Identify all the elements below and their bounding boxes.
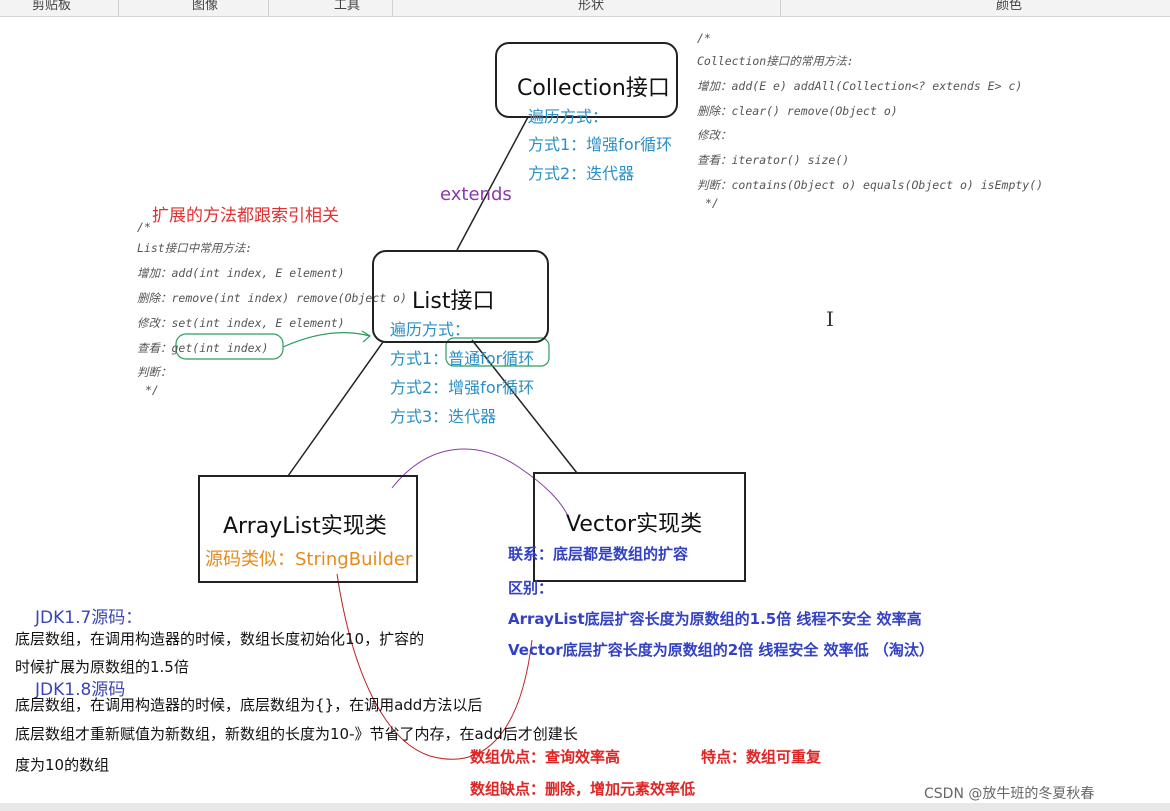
ribbon-image[interactable]: 图像: [192, 0, 219, 13]
jdk17-line-2: 时候扩展为原数组的1.5倍: [15, 658, 189, 676]
ribbon-clipboard[interactable]: 剪贴板: [32, 0, 72, 13]
collection-comment-open: /*: [697, 31, 711, 45]
edge-list-to-collection: [456, 116, 529, 251]
array-feature: 特点：数组可重复: [701, 748, 822, 766]
jdk18-line-1: 底层数组，在调用构造器的时候，底层数组为{}，在调用add方法以后: [15, 696, 483, 714]
vector-title: Vector实现类: [566, 512, 703, 537]
collection-comment-delete: 删除：clear() remove(Object o): [697, 104, 898, 118]
list-way-3: 方式3：迭代器: [390, 407, 497, 426]
watermark: CSDN @放牛班的冬夏秋春: [924, 786, 1095, 802]
jdk17-title: JDK1.7源码：: [35, 608, 143, 628]
highlight-arrowhead: [361, 330, 372, 343]
ribbon-divider: [392, 0, 393, 16]
collection-comment-close: */: [705, 196, 719, 210]
list-comment-heading: List接口中常用方法:: [137, 241, 253, 255]
array-cons: 数组缺点：删除，增加元素效率低: [470, 780, 696, 798]
ribbon-divider: [268, 0, 269, 16]
ribbon-shapes[interactable]: 形状: [578, 0, 605, 13]
toolbar-ribbon: 剪贴板 图像 工具 形状 颜色: [0, 0, 1170, 17]
highlight-normal-for: [445, 337, 550, 367]
jdk18-title: JDK1.8源码: [35, 680, 126, 700]
highlight-link-curve: [282, 331, 371, 348]
extension-note: 扩展的方法都跟索引相关: [152, 206, 339, 226]
collection-comment-query: 查看：iterator() size(): [697, 153, 850, 167]
edge-arraylist-to-list: [287, 341, 384, 477]
collection-comment-judge: 判断：contains(Object o) equals(Object o) i…: [697, 178, 1044, 192]
list-comment-query: 查看：get(int index): [137, 341, 269, 355]
list-way-2: 方式2：增强for循环: [390, 378, 535, 397]
list-title: List接口: [412, 289, 495, 314]
list-way-1: 方式1：普通for循环: [390, 349, 535, 368]
ribbon-colors[interactable]: 颜色: [996, 0, 1023, 13]
jdk17-line-1: 底层数组，在调用构造器的时候，数组长度初始化10，扩容的: [15, 630, 425, 648]
relation-vector: Vector底层扩容长度为原数组的2倍 线程安全 效率低 （淘汰）: [508, 641, 934, 659]
list-comment-close: */: [145, 383, 159, 397]
relation-link: 联系：底层都是数组的扩容: [508, 545, 689, 563]
list-interface-box: [372, 250, 549, 343]
relation-curve: [391, 448, 569, 517]
collection-way-2: 方式2：迭代器: [528, 164, 635, 183]
collection-comment-add: 增加：add(E e) addAll(Collection<? extends …: [697, 79, 1023, 93]
list-comment-judge: 判断：: [137, 365, 172, 379]
source-curve: [336, 573, 533, 760]
collection-interface-box: [495, 42, 678, 118]
collection-way-1: 方式1：增强for循环: [528, 135, 673, 154]
arraylist-source-note: 源码类似：StringBuilder: [205, 549, 413, 570]
list-comment-open: /*: [137, 220, 151, 234]
arraylist-title: ArrayList实现类: [223, 514, 387, 539]
collection-traverse-label: 遍历方式：: [528, 107, 609, 126]
collection-comment-heading: Collection接口的常用方法:: [697, 54, 854, 68]
list-comment-delete: 删除：remove(int index) remove(Object o): [137, 291, 407, 305]
ribbon-tools[interactable]: 工具: [334, 0, 361, 13]
jdk18-line-2: 底层数组才重新赋值为新数组，新数组的长度为10-》节省了内存，在add后才创建长: [15, 725, 578, 743]
list-traverse-label: 遍历方式：: [390, 320, 471, 339]
collection-title: Collection接口: [517, 76, 670, 101]
extends-label: extends: [440, 184, 512, 205]
collection-comment-modify: 修改：: [697, 128, 732, 142]
list-comment-add: 增加：add(int index, E element): [137, 266, 345, 280]
bottom-scroll-strip[interactable]: [0, 803, 1170, 811]
text-cursor-icon: I: [826, 307, 834, 331]
edge-vector-to-list: [471, 339, 578, 474]
jdk18-line-3: 度为10的数组: [15, 756, 110, 774]
relation-arraylist: ArrayList底层扩容长度为原数组的1.5倍 线程不安全 效率高: [508, 610, 922, 628]
ribbon-divider: [118, 0, 119, 16]
ribbon-divider: [780, 0, 781, 16]
array-pros: 数组优点：查询效率高: [470, 748, 621, 766]
vector-class-box: [533, 472, 746, 582]
list-comment-modify: 修改：set(int index, E element): [137, 316, 345, 330]
arraylist-class-box: [198, 475, 418, 583]
relation-diff-label: 区别：: [508, 579, 554, 597]
